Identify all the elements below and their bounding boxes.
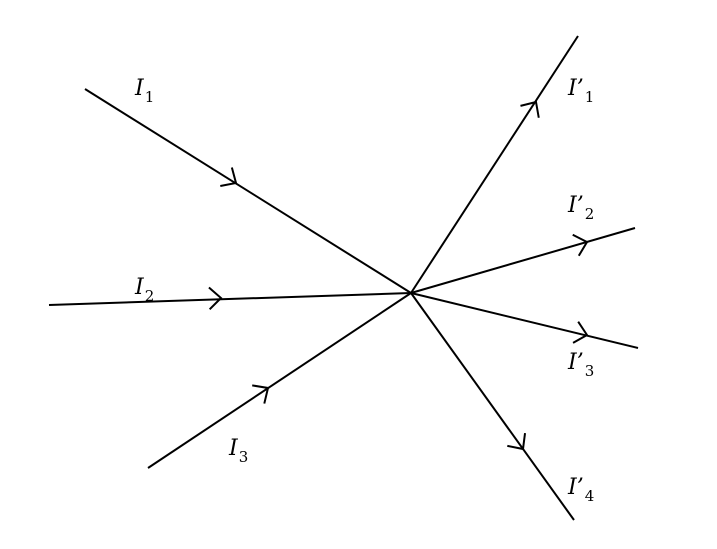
arrow-icon-i2: [208, 286, 223, 310]
label-i-prime2: I’2: [567, 193, 594, 223]
label-i-prime4: I’4: [567, 475, 594, 505]
wire-i1: [84, 88, 412, 294]
label-i3: I3: [228, 436, 248, 466]
wire-i2: [48, 292, 412, 306]
label-i1: I1: [134, 76, 154, 106]
arrow-icon-i-prime3: [572, 321, 589, 344]
label-i2: I2: [134, 275, 154, 305]
wire-i3: [147, 292, 412, 469]
label-i-prime1: I’1: [567, 76, 594, 106]
arrow-icon-i-prime4: [507, 433, 527, 451]
arrow-icon-i-prime2: [572, 233, 589, 257]
arrow-icon-i3: [252, 384, 270, 404]
wire-i-prime4: [410, 292, 575, 521]
wire-i-prime2: [410, 227, 636, 294]
label-i-prime3: I’3: [567, 350, 594, 380]
arrow-icon-i1: [220, 167, 238, 188]
wire-i-prime3: [410, 292, 639, 349]
arrow-icon-i-prime1: [520, 100, 540, 118]
wire-i-prime1: [410, 35, 579, 294]
